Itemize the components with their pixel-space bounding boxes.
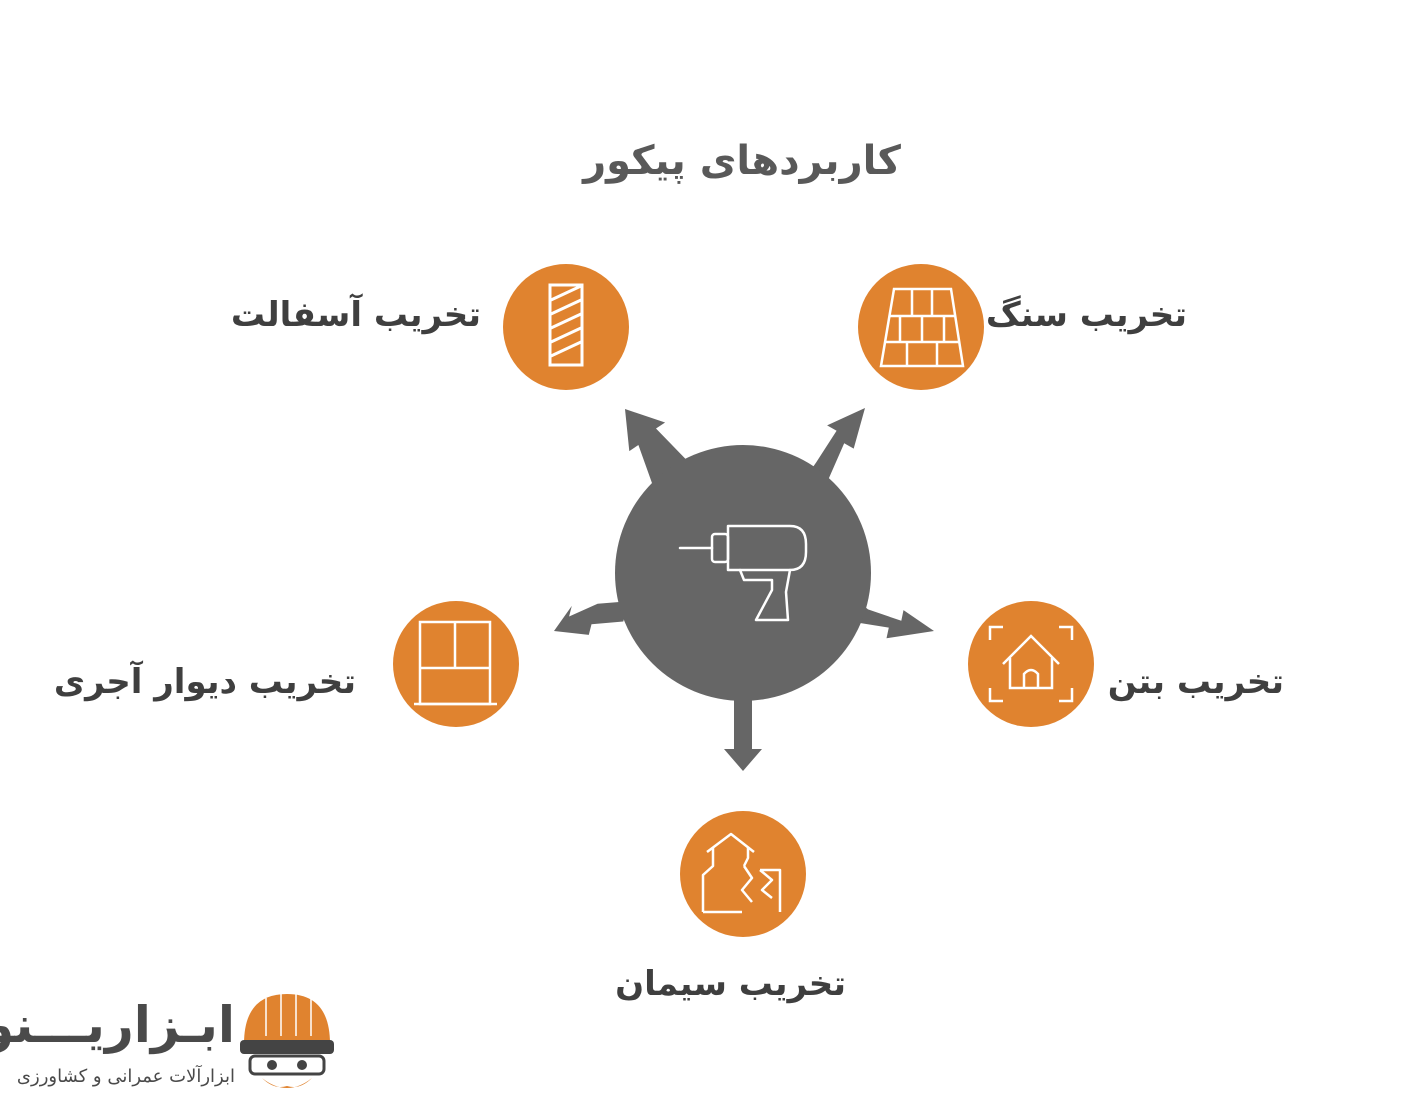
arrow-to-cement (724, 697, 762, 771)
arrow-to-stone (810, 408, 865, 481)
logo-tagline: ابزارآلات عمرانی و کشاورزی (16, 1066, 235, 1087)
brick-wall-frame-icon (414, 620, 497, 706)
arrow-to-brick (554, 601, 629, 635)
page-title: کاربردهای پیکور (583, 138, 901, 184)
jackhammer-icon (678, 524, 808, 622)
application-node-concrete (968, 601, 1094, 727)
application-node-cement (680, 811, 806, 937)
cracked-building-icon (701, 832, 782, 914)
label-concrete: تخریب بتن (1107, 662, 1284, 702)
logo-wordmark: ابـزاریـــنو (0, 996, 235, 1054)
application-node-brick (393, 601, 519, 727)
center-circle (615, 445, 871, 701)
label-cement: تخریب سیمان (615, 964, 846, 1004)
stone-wall-icon (879, 287, 965, 368)
hardhat-mascot-icon (240, 994, 334, 1088)
asphalt-layer-icon (548, 283, 584, 367)
label-brick: تخریب دیوار آجری (53, 662, 356, 702)
concrete-house-icon (988, 625, 1074, 703)
label-asphalt: تخریب آسفالت (230, 295, 481, 335)
label-stone: تخریب سنگ (985, 295, 1187, 335)
application-node-asphalt (503, 264, 629, 390)
application-node-stone (858, 264, 984, 390)
arrow-to-concrete (853, 600, 934, 639)
